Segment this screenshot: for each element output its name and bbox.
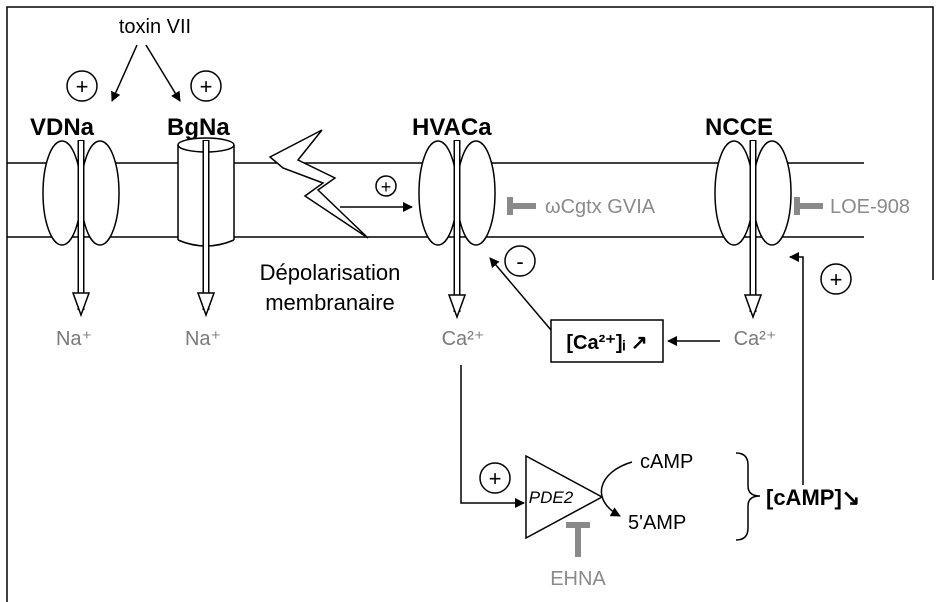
camp-feedback-arrow bbox=[790, 257, 803, 485]
ca-ion-label: Ca²⁺ bbox=[442, 328, 485, 350]
toxin-label: toxin VII bbox=[119, 16, 191, 38]
depolarisation-label: Dépolarisation bbox=[260, 260, 401, 285]
plus-icon: + bbox=[191, 71, 221, 101]
inhibitor-icon bbox=[566, 525, 590, 557]
ca-intracellular-label: [Ca²⁺]ᵢ ↗ bbox=[566, 332, 647, 354]
minus-icon: - bbox=[505, 246, 535, 276]
svg-text:+: + bbox=[381, 177, 392, 197]
loe-label: LOE-908 bbox=[830, 196, 910, 218]
svg-text:+: + bbox=[489, 466, 502, 491]
hvaca-label: HVACa bbox=[412, 114, 492, 141]
depolarisation-label-2: membranaire bbox=[265, 290, 395, 315]
amp5-label: 5'AMP bbox=[628, 512, 686, 534]
na-ion-label: Na⁺ bbox=[56, 328, 92, 350]
pde2-label: PDE2 bbox=[529, 488, 574, 507]
vdna-label: VDNa bbox=[30, 114, 95, 141]
vdna-channel bbox=[43, 140, 119, 315]
frame bbox=[7, 7, 933, 602]
svg-text:+: + bbox=[200, 74, 213, 99]
ncce-label: NCCE bbox=[705, 114, 773, 141]
svg-text:+: + bbox=[830, 267, 843, 292]
inhibitor-icon bbox=[510, 197, 536, 215]
lightning-icon bbox=[270, 130, 368, 238]
camp-level-label: [cAMP]↘ bbox=[766, 485, 860, 510]
svg-text:-: - bbox=[516, 249, 523, 274]
toxin-arrow-bgna bbox=[146, 45, 180, 101]
cgtx-label: ωCgtx GVIA bbox=[545, 196, 656, 218]
hvaca-channel bbox=[419, 140, 495, 317]
inhibitor-icon bbox=[797, 197, 823, 215]
bgna-channel bbox=[178, 138, 234, 315]
ehna-label: EHNA bbox=[550, 568, 606, 590]
na-ion-label: Na⁺ bbox=[185, 328, 221, 350]
ncce-channel bbox=[715, 140, 791, 317]
camp-conversion-arrow bbox=[601, 462, 632, 516]
plus-icon: + bbox=[480, 463, 510, 493]
camp-label: cAMP bbox=[640, 451, 693, 473]
plus-icon: + bbox=[376, 176, 396, 197]
toxin-arrow-vdna bbox=[112, 45, 137, 101]
plus-icon: + bbox=[67, 71, 97, 101]
svg-text:+: + bbox=[76, 74, 89, 99]
bgna-label: BgNa bbox=[167, 114, 230, 141]
plus-icon: + bbox=[821, 264, 851, 294]
ca-ion-label: Ca²⁺ bbox=[734, 328, 777, 350]
brace bbox=[736, 453, 760, 540]
